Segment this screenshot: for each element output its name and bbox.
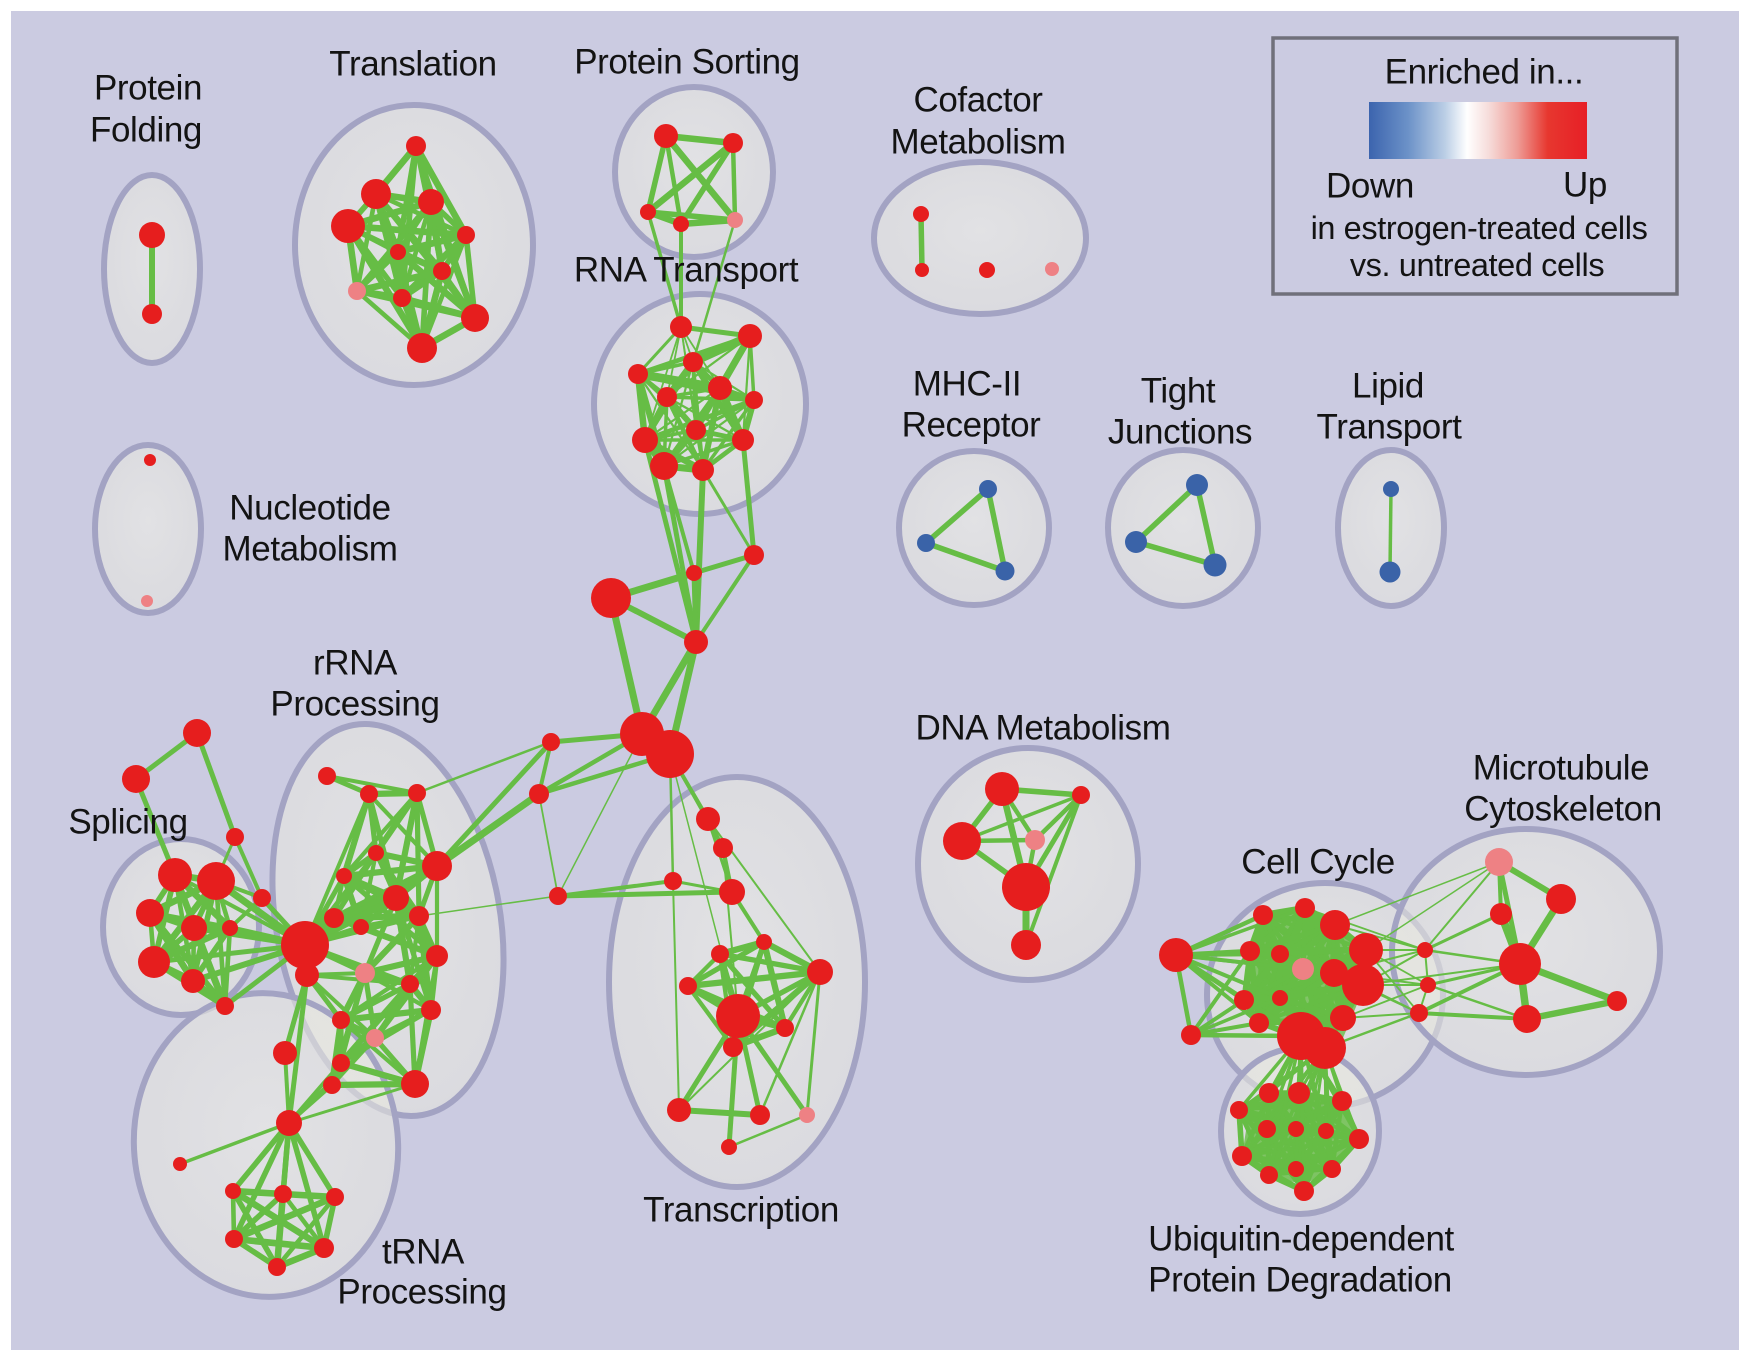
svg-text:vs. untreated cells: vs. untreated cells — [1350, 247, 1604, 283]
svg-text:rRNA: rRNA — [313, 644, 398, 683]
svg-text:Protein Sorting: Protein Sorting — [574, 43, 800, 82]
svg-text:Up: Up — [1563, 166, 1607, 205]
svg-text:Metabolism: Metabolism — [223, 530, 398, 569]
svg-text:Tight: Tight — [1141, 372, 1216, 411]
svg-text:Nucleotide: Nucleotide — [229, 489, 390, 528]
svg-text:Processing: Processing — [337, 1273, 506, 1312]
svg-text:Ubiquitin-dependent: Ubiquitin-dependent — [1148, 1220, 1454, 1259]
svg-text:Enriched in...: Enriched in... — [1385, 53, 1584, 92]
svg-text:Protein: Protein — [94, 69, 202, 108]
svg-text:Junctions: Junctions — [1108, 413, 1252, 452]
svg-text:Processing: Processing — [270, 685, 439, 724]
svg-text:Down: Down — [1326, 167, 1414, 206]
svg-text:Lipid: Lipid — [1352, 367, 1424, 406]
svg-text:Splicing: Splicing — [68, 803, 187, 842]
svg-text:DNA Metabolism: DNA Metabolism — [915, 709, 1170, 748]
svg-text:Transport: Transport — [1317, 408, 1463, 447]
svg-text:Cell Cycle: Cell Cycle — [1241, 843, 1395, 882]
svg-text:Metabolism: Metabolism — [891, 123, 1066, 162]
svg-text:Transcription: Transcription — [643, 1191, 839, 1230]
svg-text:Protein Degradation: Protein Degradation — [1148, 1261, 1452, 1300]
svg-text:MHC-II: MHC-II — [913, 365, 1021, 404]
svg-text:tRNA: tRNA — [382, 1233, 465, 1272]
svg-text:Receptor: Receptor — [902, 406, 1042, 445]
svg-text:Folding: Folding — [90, 111, 202, 150]
svg-text:Translation: Translation — [329, 45, 496, 84]
svg-text:Cofactor: Cofactor — [913, 81, 1043, 120]
svg-text:in estrogen-treated cells: in estrogen-treated cells — [1311, 210, 1648, 246]
svg-text:RNA Transport: RNA Transport — [574, 251, 799, 290]
svg-text:Microtubule: Microtubule — [1473, 749, 1650, 788]
svg-text:Cytoskeleton: Cytoskeleton — [1464, 790, 1662, 829]
